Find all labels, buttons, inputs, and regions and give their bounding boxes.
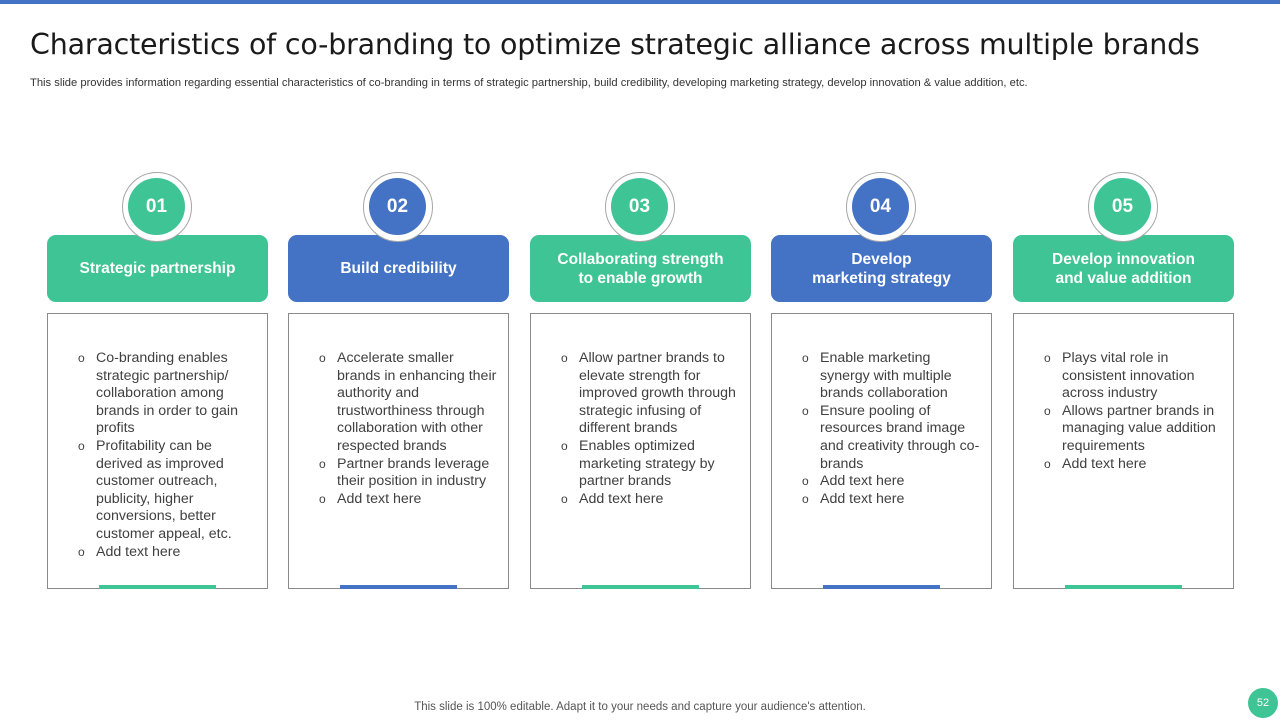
bullet-item: Ensure pooling of resources brand image …: [802, 403, 982, 473]
number-badge: 01: [128, 178, 185, 235]
column-content-box: Accelerate smaller brands in enhancing t…: [288, 313, 509, 589]
bullet-item: Add text here: [319, 491, 499, 509]
bullet-item: Accelerate smaller brands in enhancing t…: [319, 350, 499, 456]
bullet-item: Co-branding enables strategic partnershi…: [78, 350, 258, 438]
top-accent-bar: [0, 0, 1280, 4]
column-content-box: Plays vital role in consistent innovatio…: [1013, 313, 1234, 589]
bullet-list: Accelerate smaller brands in enhancing t…: [319, 350, 499, 508]
column-header: Collaborating strength to enable growth: [530, 235, 751, 302]
column-content-box: Allow partner brands to elevate strength…: [530, 313, 751, 589]
bullet-item: Enable marketing synergy with multiple b…: [802, 350, 982, 403]
characteristic-column-1: 01 Strategic partnership Co-branding ena…: [47, 172, 268, 592]
column-header-label: Strategic partnership: [79, 260, 236, 277]
bullet-item: Plays vital role in consistent innovatio…: [1044, 350, 1224, 403]
number-badge: 04: [852, 178, 909, 235]
characteristic-column-3: 03 Collaborating strength to enable grow…: [530, 172, 751, 592]
bullet-item: Partner brands leverage their position i…: [319, 456, 499, 491]
slide-subtitle: This slide provides information regardin…: [30, 77, 1028, 89]
bullet-item: Enables optimized marketing strategy by …: [561, 438, 741, 491]
column-header: Develop innovation and value addition: [1013, 235, 1234, 302]
number-ring: 02: [363, 172, 433, 242]
column-header: Build credibility: [288, 235, 509, 302]
bullet-item: Allow partner brands to elevate strength…: [561, 350, 741, 438]
column-header: Develop marketing strategy: [771, 235, 992, 302]
bullet-item: Add text here: [561, 491, 741, 509]
number-badge: 02: [369, 178, 426, 235]
column-header-label: Develop marketing strategy: [812, 250, 951, 287]
characteristic-column-5: 05 Develop innovation and value addition…: [1013, 172, 1234, 592]
column-header-label: Build credibility: [340, 260, 457, 277]
bullet-list: Plays vital role in consistent innovatio…: [1044, 350, 1224, 473]
accent-strip: [823, 585, 940, 589]
number-ring: 04: [846, 172, 916, 242]
number-badge: 03: [611, 178, 668, 235]
accent-strip: [340, 585, 457, 589]
number-badge: 05: [1094, 178, 1151, 235]
number-ring: 01: [122, 172, 192, 242]
number-ring: 05: [1088, 172, 1158, 242]
number-ring: 03: [605, 172, 675, 242]
page-number-badge: 52: [1248, 688, 1278, 718]
accent-strip: [99, 585, 216, 589]
bullet-item: Add text here: [802, 491, 982, 509]
bullet-item: Add text here: [1044, 456, 1224, 474]
bullet-item: Allows partner brands in managing value …: [1044, 403, 1224, 456]
column-header-label: Develop innovation and value addition: [1052, 250, 1195, 287]
characteristic-column-4: 04 Develop marketing strategy Enable mar…: [771, 172, 992, 592]
bullet-item: Profitability can be derived as improved…: [78, 438, 258, 544]
bullet-list: Enable marketing synergy with multiple b…: [802, 350, 982, 508]
slide-title: Characteristics of co-branding to optimi…: [30, 28, 1200, 61]
column-content-box: Co-branding enables strategic partnershi…: [47, 313, 268, 589]
column-header: Strategic partnership: [47, 235, 268, 302]
accent-strip: [582, 585, 699, 589]
footer-note: This slide is 100% editable. Adapt it to…: [414, 701, 866, 713]
bullet-item: Add text here: [78, 544, 258, 562]
bullet-list: Co-branding enables strategic partnershi…: [78, 350, 258, 561]
characteristic-column-2: 02 Build credibility Accelerate smaller …: [288, 172, 509, 592]
bullet-item: Add text here: [802, 473, 982, 491]
bullet-list: Allow partner brands to elevate strength…: [561, 350, 741, 508]
accent-strip: [1065, 585, 1182, 589]
column-header-label: Collaborating strength to enable growth: [557, 250, 724, 287]
column-content-box: Enable marketing synergy with multiple b…: [771, 313, 992, 589]
